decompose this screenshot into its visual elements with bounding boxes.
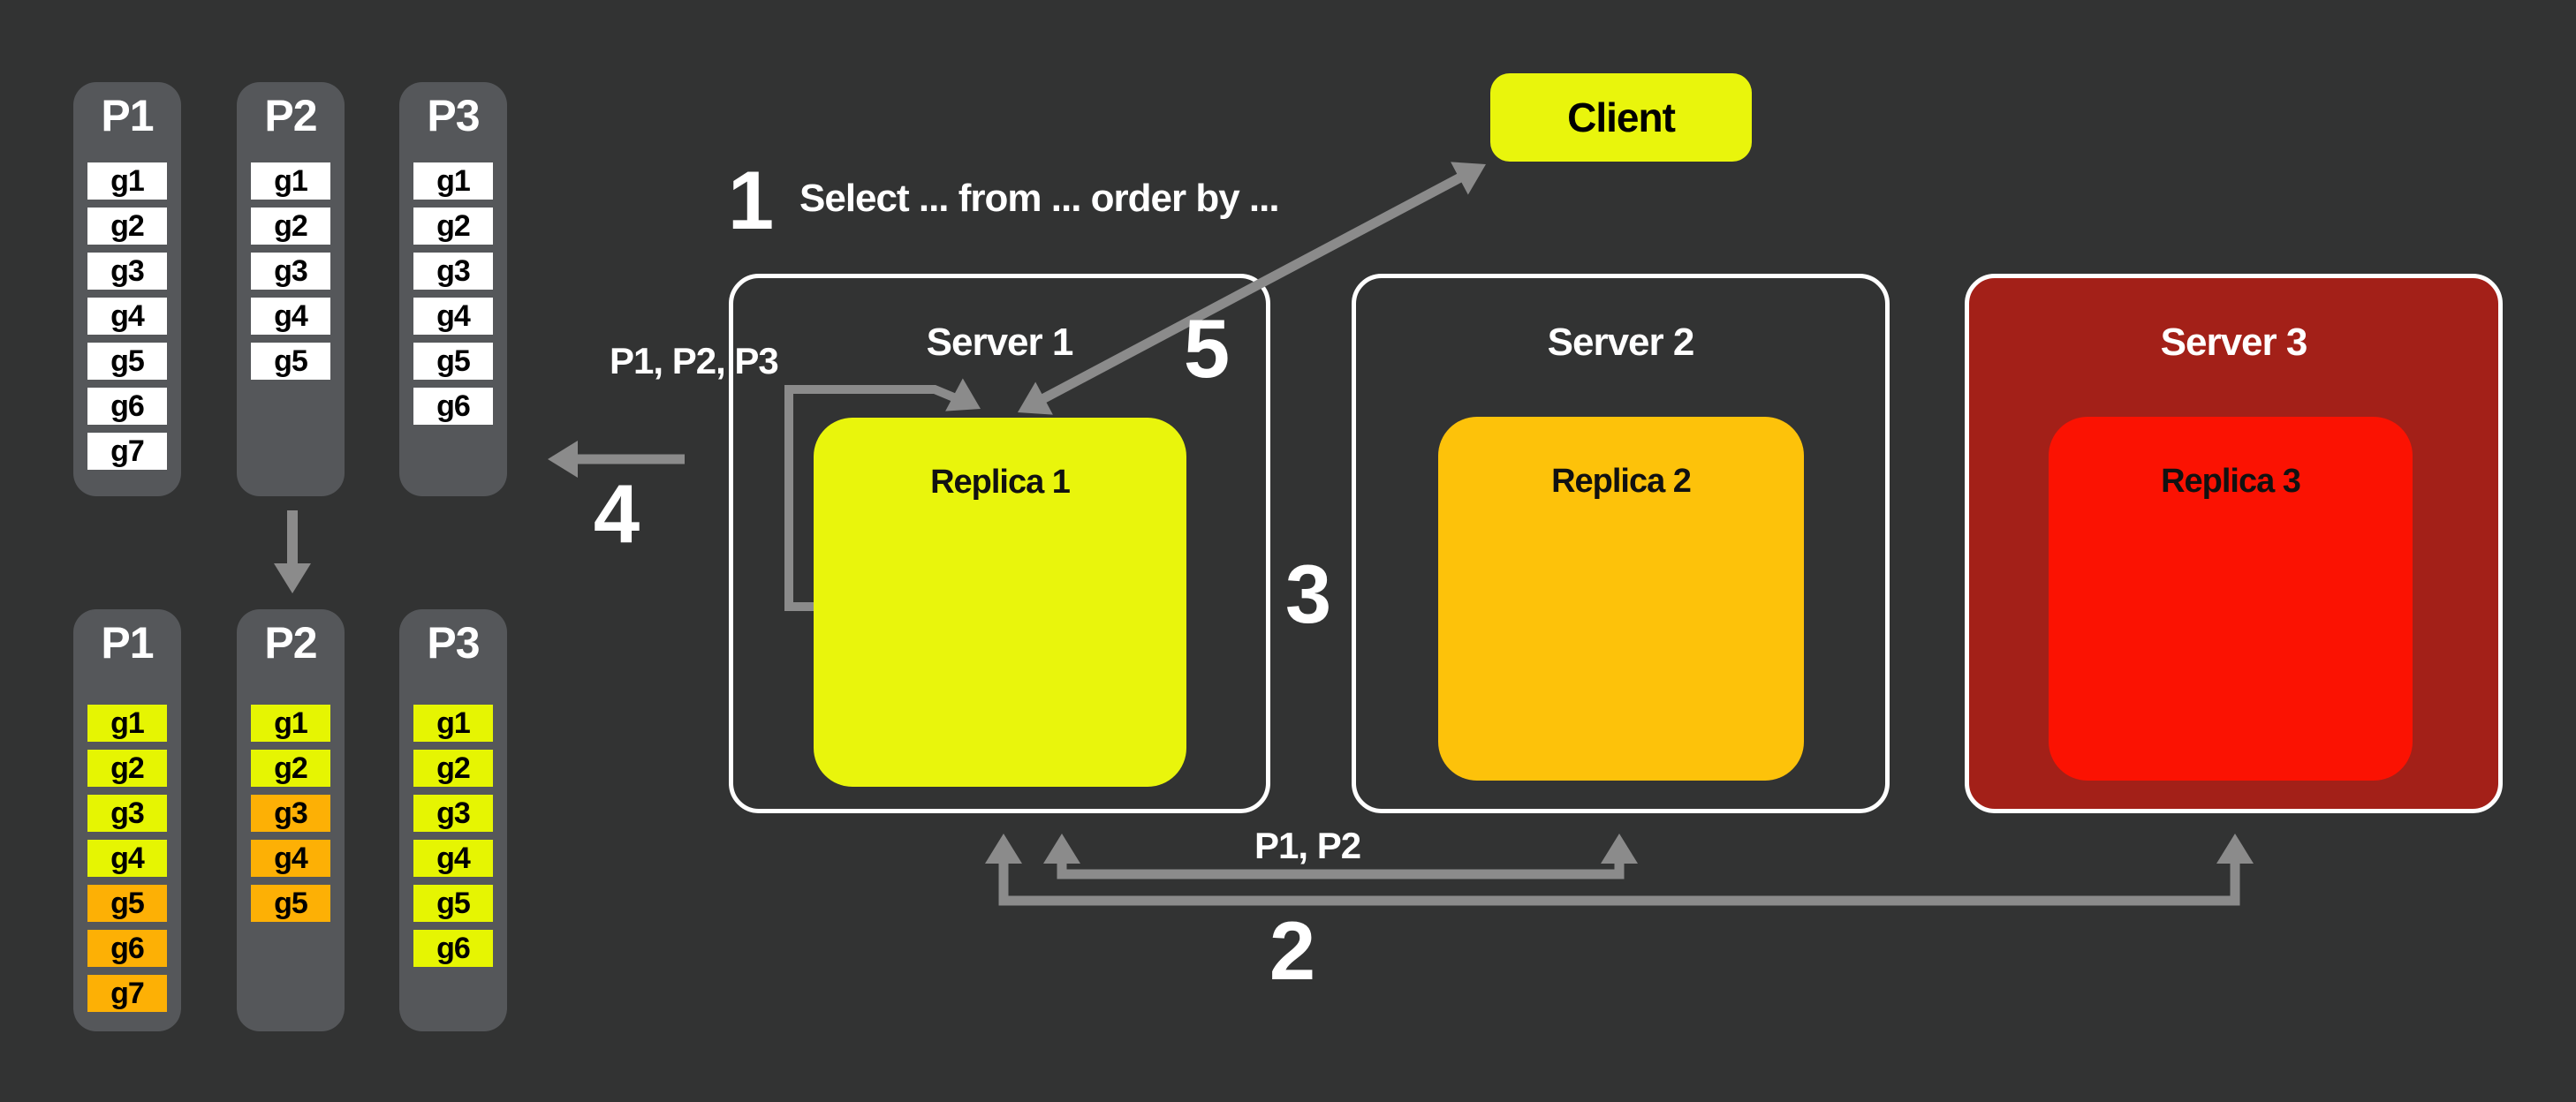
- partition-cell: g7: [87, 975, 167, 1012]
- partition-cell: g1: [413, 162, 493, 200]
- replica-2-box: Replica 2: [1438, 417, 1804, 781]
- step-number-4: 4: [593, 467, 640, 560]
- partition-cell: g1: [413, 705, 493, 742]
- client-box: Client: [1490, 73, 1752, 162]
- partition-split-arrow-icon: [274, 510, 311, 593]
- partition-column-title: P2: [264, 618, 317, 668]
- step-number-5: 5: [1183, 302, 1231, 395]
- partition-cell: g6: [87, 930, 167, 967]
- partition-cell: g6: [413, 388, 493, 425]
- step1-query-text: Select ... from ... order by ...: [799, 177, 1280, 220]
- partition-cell: g4: [87, 298, 167, 335]
- step-number-3: 3: [1284, 547, 1332, 640]
- partition-cell: g4: [87, 840, 167, 877]
- server-3-title: Server 3: [2160, 321, 2308, 364]
- step-number-1: 1: [727, 154, 775, 246]
- replica-1-box: Replica 1: [814, 418, 1186, 787]
- partition-cells: g1 g2 g3 g4 g5: [251, 705, 330, 930]
- partition-cell: g5: [251, 885, 330, 922]
- replica-2-label: Replica 2: [1551, 463, 1692, 500]
- partition-cells: g1 g2 g3 g4 g5 g6 g7: [87, 705, 167, 1020]
- partition-column-before-p1: P1 g1 g2 g3 g4 g5 g6 g7: [73, 82, 181, 496]
- partition-cell: g6: [87, 388, 167, 425]
- partition-cell: g5: [251, 343, 330, 380]
- partition-cell: g3: [251, 253, 330, 290]
- partition-cell: g4: [413, 298, 493, 335]
- partition-column-before-p3: P3 g1 g2 g3 g4 g5 g6: [399, 82, 507, 496]
- partition-cell: g4: [251, 298, 330, 335]
- partition-cell: g3: [251, 795, 330, 832]
- partition-cells: g1 g2 g3 g4 g5: [251, 162, 330, 388]
- partition-cell: g1: [251, 162, 330, 200]
- partition-cell: g2: [87, 750, 167, 787]
- partition-column-after-p1: P1 g1 g2 g3 g4 g5 g6 g7: [73, 609, 181, 1031]
- loop-partitions-label: P1, P2, P3: [610, 340, 779, 381]
- step-number-2: 2: [1269, 904, 1316, 997]
- partition-cell: g5: [413, 343, 493, 380]
- partition-cell: g5: [87, 343, 167, 380]
- partition-column-title: P2: [264, 91, 317, 140]
- step2-outer-bracket-arrow-icon: [985, 834, 2254, 906]
- partition-column-title: P3: [427, 91, 480, 140]
- partition-cell: g2: [251, 750, 330, 787]
- replica-3-box: Replica 3: [2049, 417, 2413, 781]
- partition-cell: g6: [413, 930, 493, 967]
- partition-cell: g2: [251, 208, 330, 245]
- partition-cell: g7: [87, 433, 167, 470]
- server-2-title: Server 2: [1547, 321, 1695, 364]
- partition-cells: g1 g2 g3 g4 g5 g6: [413, 162, 493, 433]
- partition-column-title: P1: [101, 91, 154, 140]
- partition-column-title: P3: [427, 618, 480, 668]
- partition-cell: g2: [413, 750, 493, 787]
- partition-cell: g3: [413, 795, 493, 832]
- partition-cell: g1: [87, 162, 167, 200]
- partition-cell: g4: [413, 840, 493, 877]
- step2-partitions-label: P1, P2: [1254, 825, 1361, 866]
- client-label: Client: [1567, 94, 1676, 140]
- partition-column-title: P1: [101, 618, 154, 668]
- replica-1-label: Replica 1: [930, 464, 1071, 501]
- replica-3-label: Replica 3: [2161, 463, 2301, 500]
- partition-cell: g2: [87, 208, 167, 245]
- partition-cell: g3: [87, 253, 167, 290]
- partition-cell: g4: [251, 840, 330, 877]
- partition-column-after-p2: P2 g1 g2 g3 g4 g5: [237, 609, 345, 1031]
- partition-cell: g5: [87, 885, 167, 922]
- partition-cell: g1: [251, 705, 330, 742]
- server-2-box: Server 2 Replica 2: [1352, 274, 1890, 813]
- partition-cell: g3: [87, 795, 167, 832]
- partition-cell: g1: [87, 705, 167, 742]
- partition-column-after-p3: P3 g1 g2 g3 g4 g5 g6: [399, 609, 507, 1031]
- partition-cell: g2: [413, 208, 493, 245]
- partition-cells: g1 g2 g3 g4 g5 g6 g7: [87, 162, 167, 478]
- partition-cell: g3: [413, 253, 493, 290]
- server-3-box: Server 3 Replica 3: [1965, 274, 2503, 813]
- partition-cell: g5: [413, 885, 493, 922]
- partition-cells: g1 g2 g3 g4 g5 g6: [413, 705, 493, 975]
- partition-column-before-p2: P2 g1 g2 g3 g4 g5: [237, 82, 345, 496]
